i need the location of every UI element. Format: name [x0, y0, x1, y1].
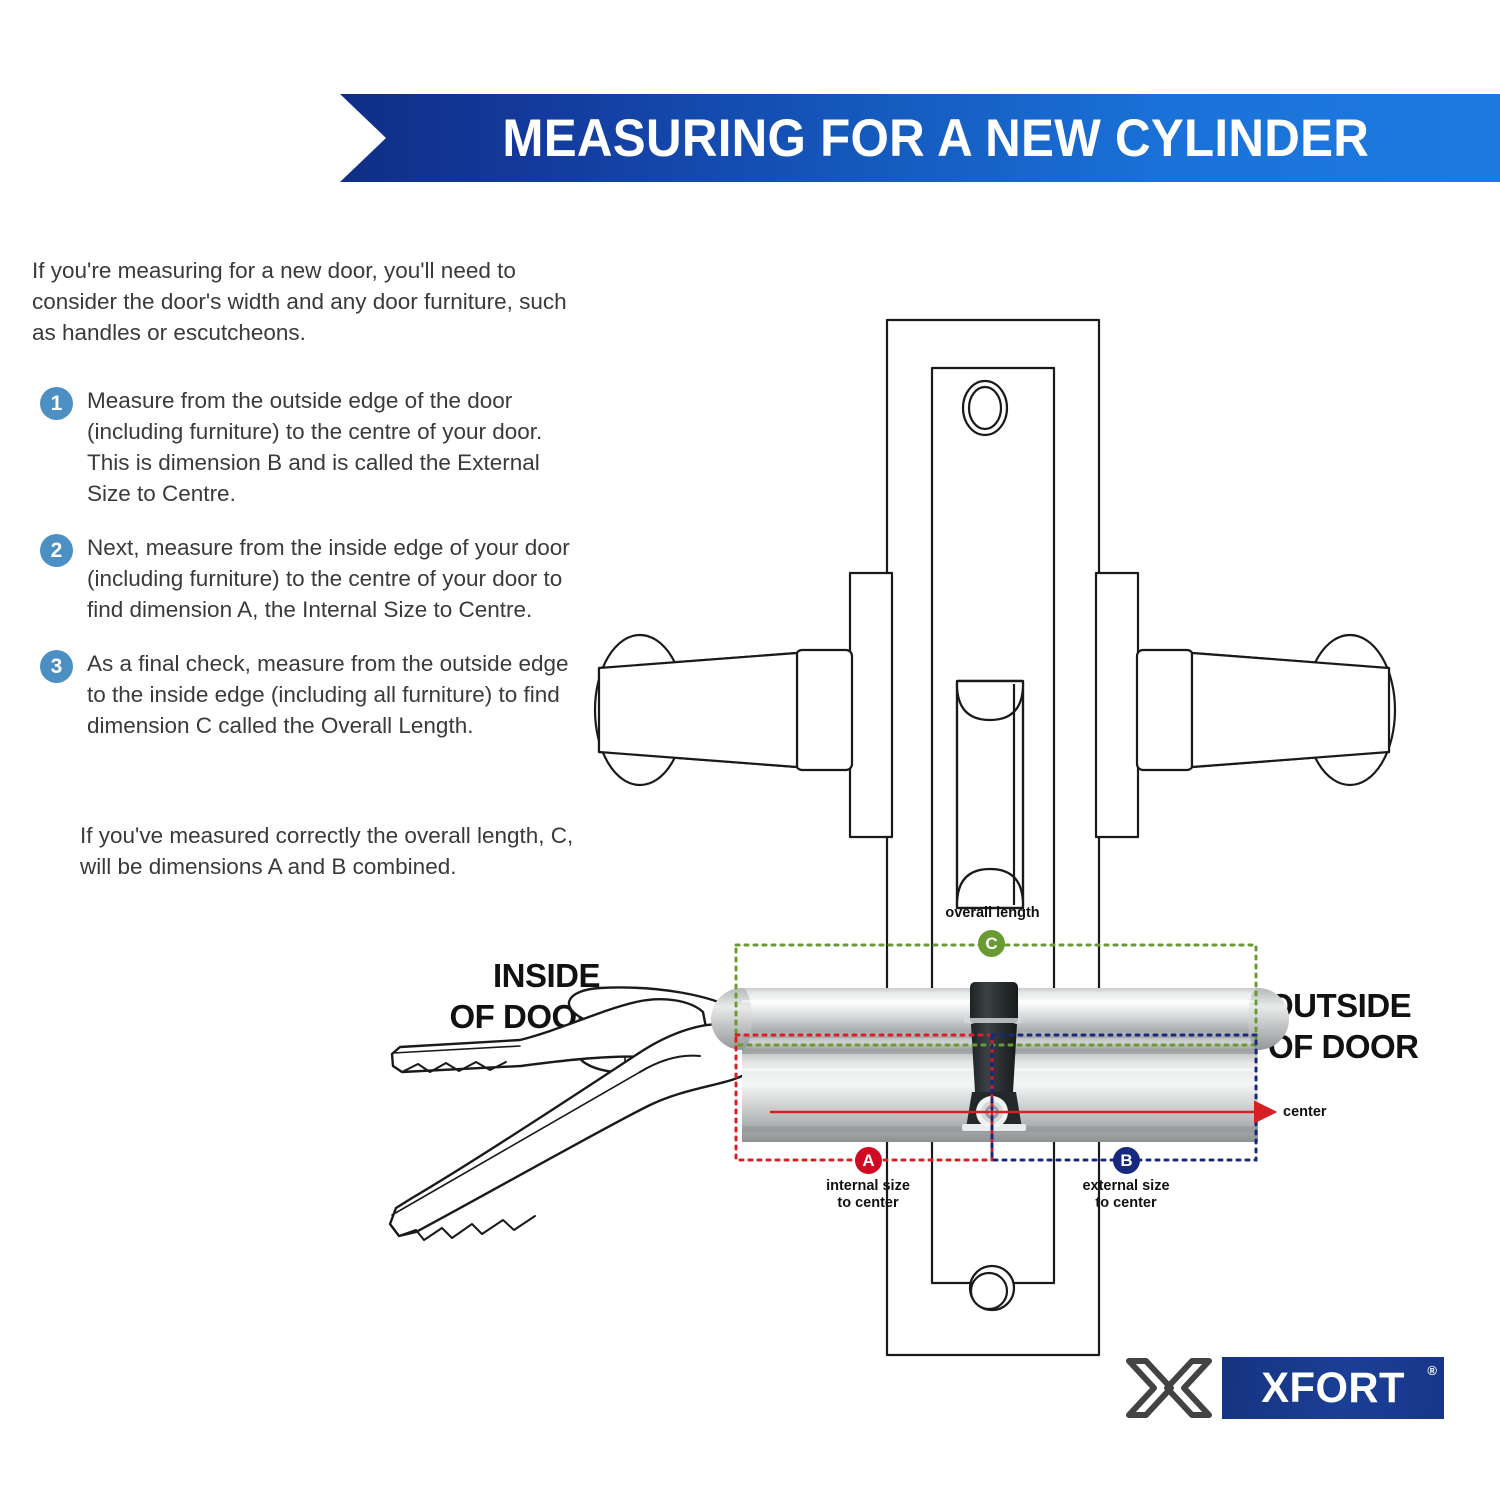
inside-label-line1: INSIDE: [492, 957, 601, 994]
xfort-wordmark-box: XFORT ®: [1222, 1357, 1444, 1419]
dimension-badge-a: A: [855, 1147, 882, 1174]
cylinder-cam: [962, 982, 1026, 1131]
step-text: Next, measure from the inside edge of yo…: [87, 535, 570, 622]
steps-list: 1 Measure from the outside edge of the d…: [32, 385, 584, 764]
door-lock-line-drawing: [593, 318, 1397, 1357]
registered-trademark-icon: ®: [1427, 1363, 1437, 1378]
dimension-badge-b: B: [1113, 1147, 1140, 1174]
outside-label-line2: OF DOOR: [1268, 1028, 1419, 1065]
step-item: 1 Measure from the outside edge of the d…: [32, 385, 584, 509]
header-banner: MEASURING FOR A NEW CYLINDER: [340, 94, 1500, 182]
euro-cylinder: [711, 982, 1289, 1142]
center-label: center: [1283, 1104, 1327, 1120]
dimension-badge-c: C: [978, 930, 1005, 957]
internal-size-line2: to center: [837, 1195, 899, 1211]
internal-size-label: internal size to center: [798, 1178, 938, 1212]
inside-of-door-label: INSIDE OF DOOR: [400, 955, 601, 1037]
internal-size-line1: internal size: [826, 1178, 910, 1194]
external-size-line2: to center: [1095, 1195, 1157, 1211]
overall-length-label: overall length: [945, 905, 1040, 921]
outro-paragraph: If you've measured correctly the overall…: [80, 823, 574, 879]
step-number-badge: 2: [40, 534, 73, 567]
page-title: MEASURING FOR A NEW CYLINDER: [502, 108, 1370, 168]
external-size-guide-b: [990, 1033, 1258, 1162]
external-size-line1: external size: [1082, 1178, 1170, 1194]
xfort-wordmark: XFORT: [1261, 1363, 1405, 1412]
overall-length-guide-c: [734, 943, 1258, 1047]
intro-paragraph: If you're measuring for a new door, you'…: [32, 258, 567, 345]
step-item: 3 As a final check, measure from the out…: [32, 648, 584, 741]
outside-of-door-label: OUTSIDE OF DOOR: [1268, 985, 1488, 1067]
internal-size-guide-a: [734, 1033, 994, 1162]
step-number-badge: 3: [40, 650, 73, 683]
external-size-label: external size to center: [1056, 1178, 1196, 1212]
outside-label-line1: OUTSIDE: [1268, 987, 1412, 1024]
step-text: Measure from the outside edge of the doo…: [87, 388, 543, 506]
brand-logo: XFORT ®: [1126, 1352, 1444, 1424]
inside-label-line2: OF DOOR: [449, 998, 601, 1035]
step-number-badge: 1: [40, 387, 73, 420]
step-text: As a final check, measure from the outsi…: [87, 651, 569, 738]
step-item: 2 Next, measure from the inside edge of …: [32, 532, 584, 625]
xfort-x-icon: [1126, 1358, 1212, 1418]
